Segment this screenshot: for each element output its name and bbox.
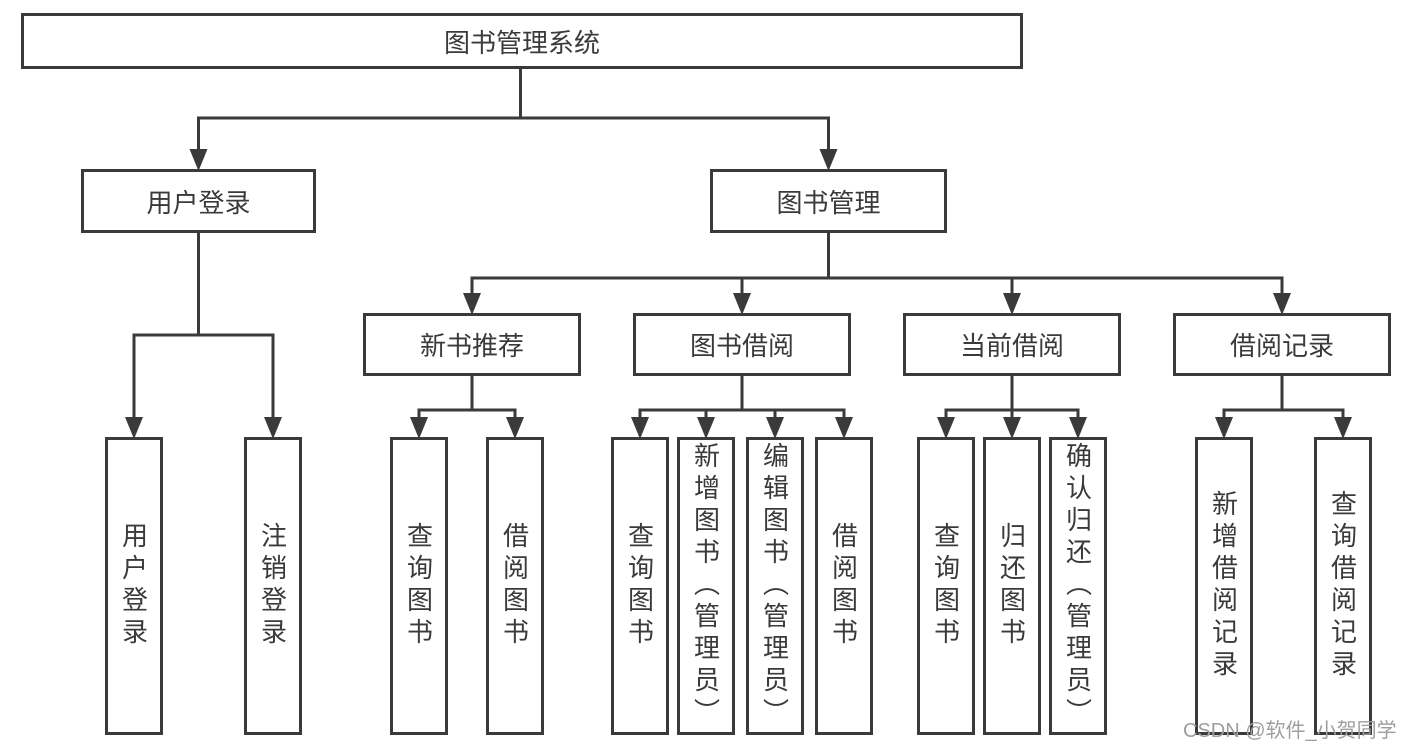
leaf-logout: 注销登录 bbox=[244, 437, 302, 735]
leaf-user-login: 用户登录 bbox=[105, 437, 163, 735]
node-book-management-branch: 图书管理 bbox=[710, 169, 947, 233]
node-current-borrowing: 当前借阅 bbox=[903, 313, 1121, 376]
leaf-query-books-recommend: 查询图书 bbox=[390, 437, 448, 735]
leaf-add-borrow-record: 新增借阅记录 bbox=[1195, 437, 1253, 735]
leaf-return-book: 归还图书 bbox=[983, 437, 1041, 735]
node-library-management-system: 图书管理系统 bbox=[21, 13, 1023, 69]
leaf-query-borrow-record: 查询借阅记录 bbox=[1314, 437, 1372, 735]
node-user-login-branch: 用户登录 bbox=[81, 169, 316, 233]
leaf-edit-book-admin: 编辑图书（管理员） bbox=[746, 437, 804, 735]
node-borrowing-records: 借阅记录 bbox=[1173, 313, 1391, 376]
leaf-query-books-borrowing: 查询图书 bbox=[611, 437, 669, 735]
node-book-borrowing: 图书借阅 bbox=[633, 313, 851, 376]
node-new-book-recommend: 新书推荐 bbox=[363, 313, 581, 376]
leaf-add-book-admin: 新增图书（管理员） bbox=[677, 437, 735, 735]
arrowhead-icons bbox=[125, 149, 1352, 439]
leaf-borrow-books-borrowing: 借阅图书 bbox=[815, 437, 873, 735]
leaf-borrow-books-recommend: 借阅图书 bbox=[486, 437, 544, 735]
watermark: CSDN @软件_小贺同学 bbox=[1183, 720, 1397, 742]
leaf-query-books-current: 查询图书 bbox=[917, 437, 975, 735]
leaf-confirm-return-admin: 确认归还（管理员） bbox=[1049, 437, 1107, 735]
